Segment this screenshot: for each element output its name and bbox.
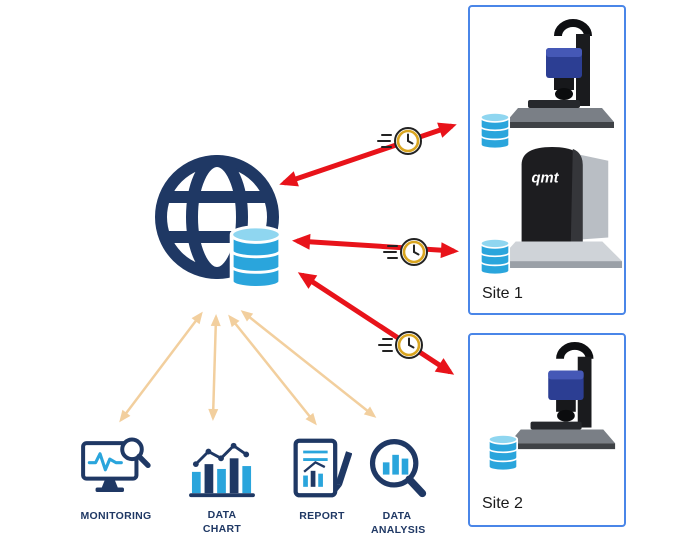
- output-report-label: REPORT: [299, 510, 345, 522]
- qmt-device-photo: qmt: [497, 146, 623, 269]
- database-icon: [479, 112, 511, 150]
- output-data-chart: DATA CHART: [176, 437, 268, 536]
- output-data-analysis: DATA ANALYSIS: [351, 436, 443, 537]
- speed-clock-icon: [377, 127, 422, 155]
- tan-arrow-report: [228, 314, 317, 426]
- site-2-label: Site 2: [482, 495, 523, 512]
- site-1-box: qmt Site 1: [468, 5, 626, 315]
- measuring-instrument-photo: [508, 342, 616, 450]
- device-brand-text: qmt: [531, 170, 559, 186]
- red-arrow-site2: [297, 272, 455, 375]
- tan-arrow-datachart: [208, 314, 221, 421]
- tan-arrow-monitoring: [119, 311, 203, 423]
- red-sync-arrows: [279, 122, 459, 375]
- measuring-instrument-photo: [506, 19, 614, 128]
- output-data-analysis-label: DATA ANALYSIS: [371, 510, 426, 536]
- tan-output-arrows: [119, 310, 377, 426]
- database-icon: [487, 434, 519, 472]
- output-monitoring: MONITORING: [70, 436, 162, 524]
- output-report: REPORT: [276, 436, 368, 524]
- tan-arrow-dataanalysis: [240, 310, 377, 418]
- bar-chart-icon: [187, 437, 257, 504]
- report-icon: [292, 436, 353, 505]
- site-2-box: Site 2: [468, 333, 626, 527]
- monitoring-icon: [77, 436, 155, 505]
- output-data-chart-label: DATA CHART: [202, 509, 242, 535]
- hub-database-icon: [229, 225, 283, 290]
- red-arrow-site1-bottom: [292, 233, 459, 259]
- red-arrow-site1-top: [279, 122, 457, 187]
- speed-clock-icon: [383, 238, 428, 266]
- database-icon: [479, 238, 511, 276]
- site-1-label: Site 1: [482, 285, 523, 302]
- output-monitoring-label: MONITORING: [80, 510, 152, 522]
- magnifier-chart-icon: [365, 436, 429, 505]
- speed-clock-icon: [378, 331, 423, 359]
